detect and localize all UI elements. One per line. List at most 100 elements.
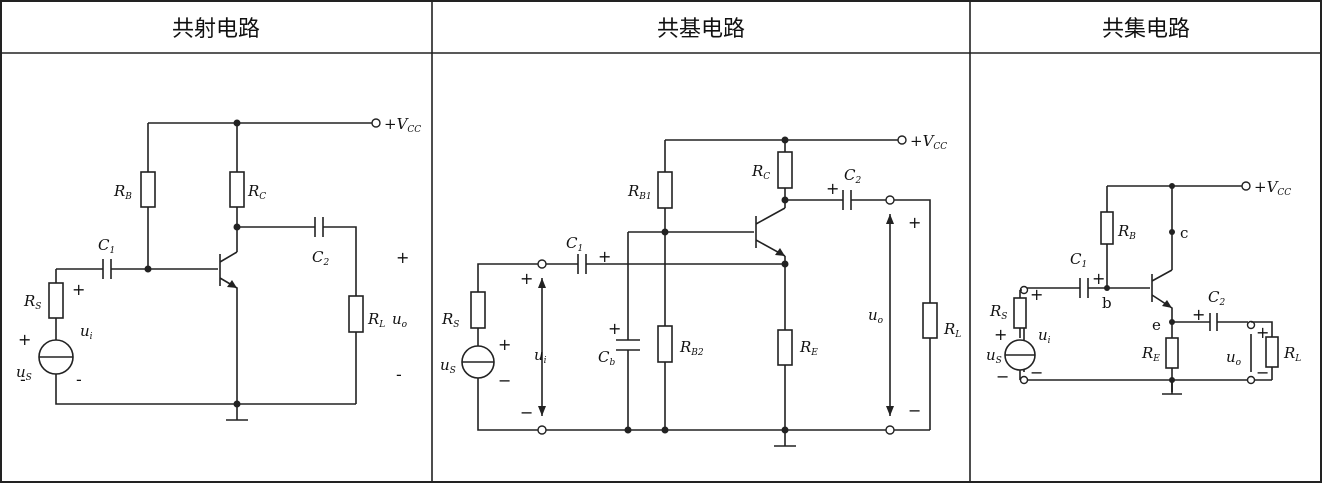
cc-c2-label: C2 <box>1208 288 1225 308</box>
cc-c1-label: C1 <box>1070 250 1087 270</box>
cc-rs-resistor <box>1013 297 1027 329</box>
ce-ui-label: ui <box>80 322 93 342</box>
cb-rb2-label: RB2 <box>679 338 704 358</box>
cc-c2-plus: + <box>1192 305 1205 324</box>
cb-output-terminal-bottom <box>885 425 895 435</box>
cb-rs-resistor <box>470 291 486 329</box>
cc-rb-resistor <box>1100 211 1114 245</box>
ce-ui-plus: + <box>72 280 85 299</box>
cb-cb-plus: + <box>608 319 621 338</box>
ce-rb-resistor <box>140 171 156 208</box>
cb-c2-label: C2 <box>844 166 861 186</box>
ce-c1-capacitor <box>102 259 112 279</box>
cb-cb-label: Cb <box>598 348 615 368</box>
cc-c1-capacitor <box>1079 278 1089 298</box>
common-base-circuit: +VCC RB1 RC + C2 RL uo + − <box>440 132 961 447</box>
cc-ground-symbol <box>1162 380 1182 395</box>
ce-rs-label: RS <box>23 292 41 312</box>
cc-node-e: e <box>1152 316 1161 334</box>
cb-rb2-resistor <box>657 325 673 363</box>
header-common-base: 共基电路 <box>657 17 745 42</box>
cb-ui-minus: − <box>520 403 533 422</box>
cb-ground-symbol <box>774 430 796 447</box>
cb-rl-resistor <box>922 302 938 339</box>
ce-rl-resistor <box>348 295 364 333</box>
cb-rl-label: RL <box>943 320 961 340</box>
cb-input-terminal-top <box>537 259 547 269</box>
ce-uo-plus: + <box>396 248 409 267</box>
cb-us-label: uS <box>440 356 456 376</box>
cb-uo-minus: − <box>908 401 921 420</box>
cc-node-b: b <box>1102 294 1112 312</box>
cb-re-resistor <box>777 329 793 366</box>
cb-output-terminal-top <box>885 195 895 205</box>
cc-us-plus: + <box>994 325 1007 344</box>
ce-rc-resistor <box>229 171 245 208</box>
cc-emitter-arrow <box>1162 300 1172 308</box>
cb-rc-resistor <box>777 151 793 189</box>
cb-c2-capacitor <box>842 190 852 210</box>
cc-rb-label: RB <box>1117 222 1136 242</box>
cb-c1-capacitor <box>577 254 587 274</box>
cb-uo-plus: + <box>908 213 921 232</box>
cb-rc-label: RC <box>751 162 770 182</box>
ce-c2-label: C2 <box>312 248 329 268</box>
header-common-collector: 共集电路 <box>1102 17 1190 42</box>
ce-rc-label: RC <box>247 182 266 202</box>
common-collector-circuit: +VCC RB c b e RE + C2 RL uo + − <box>986 178 1301 395</box>
cb-emitter-arrow <box>775 248 785 256</box>
ce-us-plus: + <box>18 330 31 349</box>
ce-c2-capacitor <box>314 217 324 237</box>
ce-rl-label: RL <box>367 310 385 330</box>
cc-us-minus: − <box>996 367 1009 386</box>
ce-ui-minus: - <box>76 370 82 389</box>
cc-re-label: RE <box>1141 344 1160 364</box>
cc-re-resistor <box>1165 337 1179 369</box>
cb-cb-capacitor <box>616 339 640 351</box>
cb-c2-plus: + <box>826 179 839 198</box>
cb-rb1-resistor <box>657 171 673 209</box>
cb-vcc-terminal <box>897 135 907 145</box>
cb-rb1-label: RB1 <box>627 182 652 202</box>
cb-re-label: RE <box>799 338 818 358</box>
ce-c1-label: C1 <box>98 236 115 256</box>
ce-vcc-terminal <box>371 118 381 128</box>
cb-ui-label: ui <box>534 346 547 366</box>
cb-vcc-label: +VCC <box>910 132 947 152</box>
cc-vcc-label: +VCC <box>1254 178 1291 198</box>
ce-rs-resistor <box>48 282 64 319</box>
cc-node-c: c <box>1180 224 1188 242</box>
cb-input-terminal-bottom <box>537 425 547 435</box>
cb-c1-plus: + <box>598 247 611 266</box>
cc-ui-minus: − <box>1030 363 1043 382</box>
cb-c1-label: C1 <box>566 234 583 254</box>
cc-us-label: uS <box>986 346 1002 366</box>
cc-ui-plus: + <box>1030 285 1043 304</box>
cc-uo-minus: − <box>1256 363 1269 382</box>
cc-input-terminal-bottom <box>1019 375 1029 385</box>
cb-uo-label: uo <box>868 306 884 326</box>
cc-rl-label: RL <box>1283 344 1301 364</box>
cc-uo-plus: + <box>1256 323 1269 342</box>
cc-output-terminal-bottom <box>1246 375 1256 385</box>
ce-rb-label: RB <box>113 182 132 202</box>
cc-uo-label: uo <box>1226 348 1242 368</box>
cc-rs-label: RS <box>989 302 1007 322</box>
cc-rl-resistor <box>1265 336 1279 368</box>
ce-us-minus: - <box>20 370 26 389</box>
cb-us-plus: + <box>498 335 511 354</box>
cc-vcc-terminal <box>1241 181 1251 191</box>
ce-vcc-label: +VCC <box>384 115 421 135</box>
cb-ui-plus: + <box>520 269 533 288</box>
ce-uo-minus: - <box>396 365 402 384</box>
ce-emitter-arrow <box>227 280 237 288</box>
common-emitter-circuit: +VCC RB RC C2 RL uo + - C1 + <box>16 115 421 421</box>
cb-us-minus: − <box>498 371 511 390</box>
cb-rs-label: RS <box>441 310 459 330</box>
cc-ui-label: ui <box>1038 326 1051 346</box>
ce-uo-label: uo <box>392 310 408 330</box>
header-common-emitter: 共射电路 <box>172 17 260 42</box>
